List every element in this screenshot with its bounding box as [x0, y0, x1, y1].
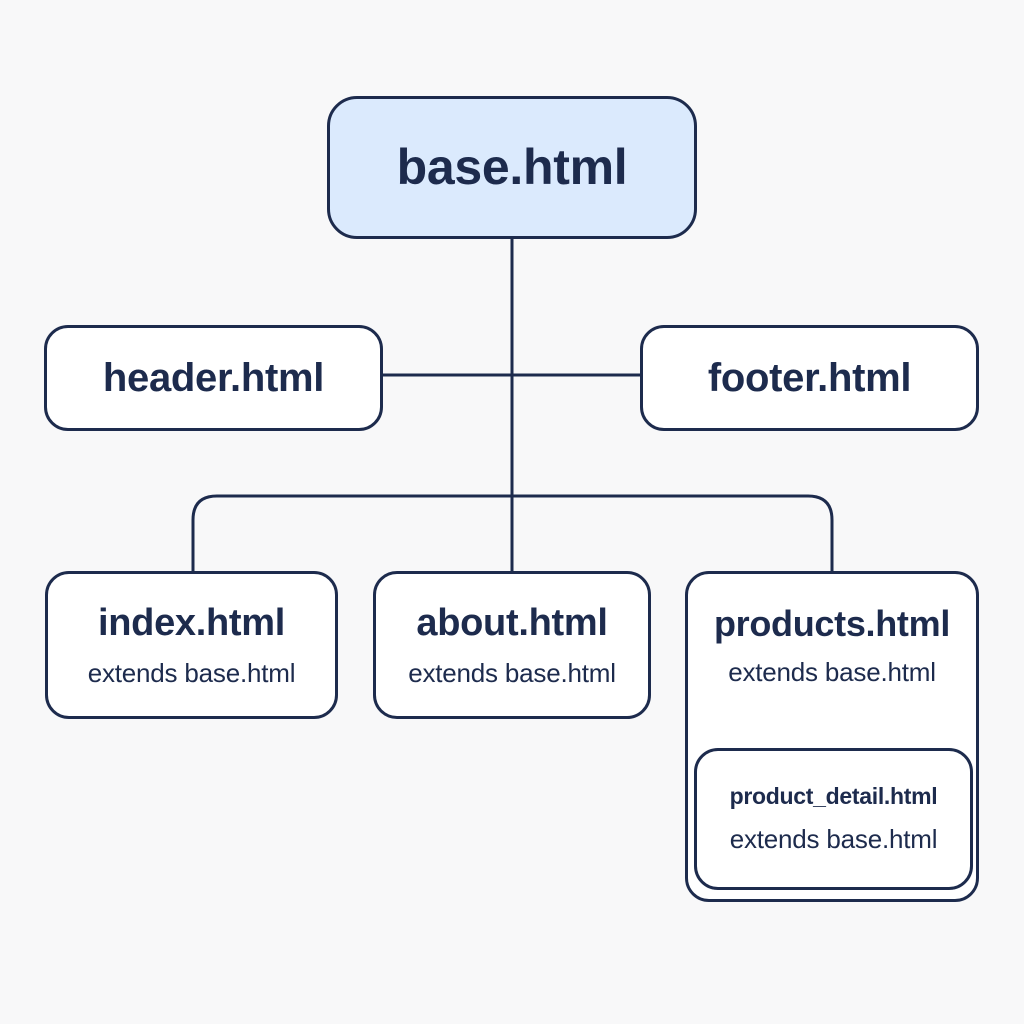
node-index-label: index.html	[97, 601, 286, 644]
node-base-label: base.html	[396, 139, 628, 195]
node-about-note: extends base.html	[408, 657, 616, 688]
node-product-detail-html: product_detail.html extends base.html	[694, 748, 973, 890]
node-base-html: base.html	[327, 96, 697, 239]
node-header-label: header.html	[102, 356, 325, 400]
node-products-note: extends base.html	[728, 656, 936, 687]
connector-root-index	[191, 494, 514, 573]
node-product-detail-note: extends base.html	[729, 824, 938, 855]
node-footer-html: footer.html	[640, 325, 979, 431]
node-product-detail-label: product_detail.html	[729, 783, 938, 810]
node-about-html: about.html extends base.html	[373, 571, 651, 719]
node-products-label: products.html	[713, 603, 951, 644]
node-header-html: header.html	[44, 325, 383, 431]
node-footer-label: footer.html	[707, 356, 912, 400]
node-index-note: extends base.html	[87, 657, 296, 688]
node-index-html: index.html extends base.html	[45, 571, 338, 719]
connector-root-products	[510, 494, 834, 573]
node-about-label: about.html	[416, 601, 608, 644]
